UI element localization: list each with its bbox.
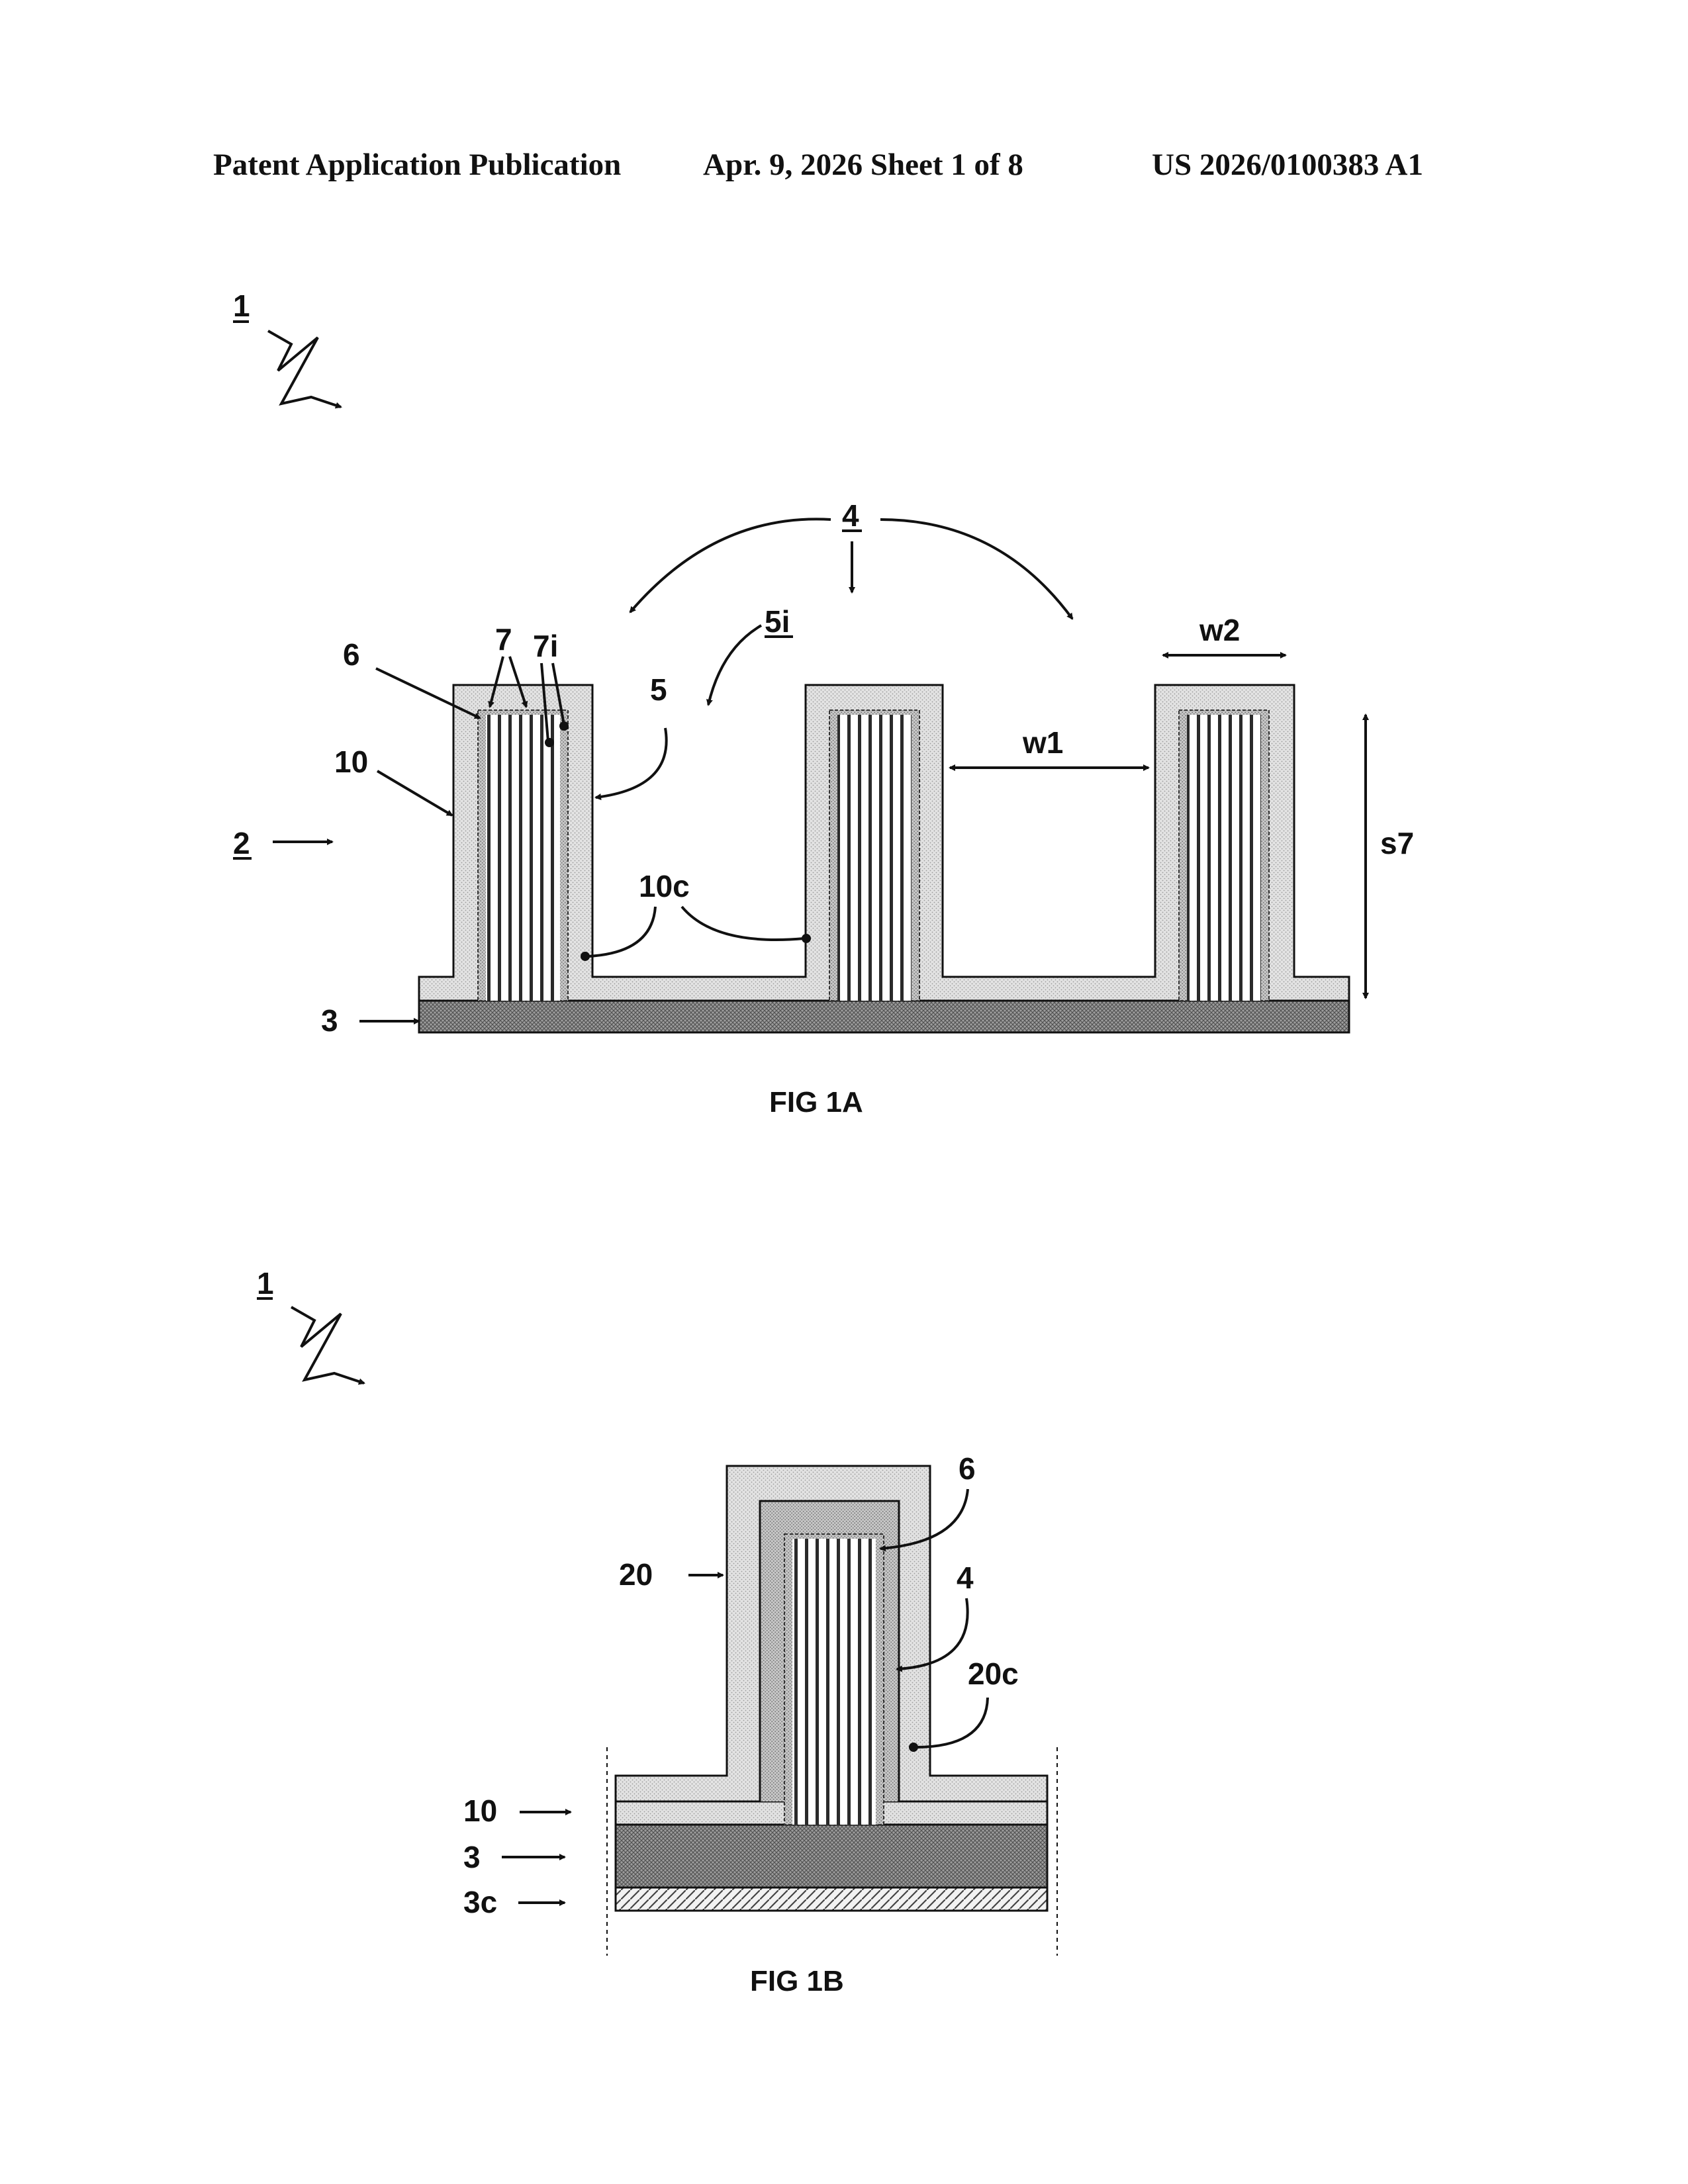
fig1a-label-device: 1: [233, 289, 250, 323]
fig1a-caption: FIG 1A: [769, 1086, 863, 1118]
fig1b-label-substrate: 3: [463, 1840, 481, 1874]
fig1b-substrate: [616, 1825, 1047, 1888]
fig1b-contact20-dot: [909, 1743, 918, 1752]
fig1b-pillar-nanowires: [792, 1539, 876, 1825]
fig1b-label-layer20: 20: [619, 1557, 653, 1592]
fig1a-label-layer6: 6: [343, 637, 360, 672]
fig1b-label-substrate-coating: 3c: [463, 1885, 497, 1919]
fig1a-label-height-s7: s7: [1380, 826, 1414, 860]
fig1a-coating-contact-dot-1: [581, 952, 590, 961]
fig-1a: 1 4 5i 5 6 7 7i: [233, 289, 1414, 1118]
fig1b-caption: FIG 1B: [750, 1965, 844, 1997]
fig1a-pillars-arrow-left: [630, 519, 831, 612]
fig1a-pillars-arrow-right: [880, 520, 1072, 619]
fig1a-pillar-1-nanowires: [486, 715, 560, 1001]
fig1a-pillar-3-nanowires: [1187, 715, 1261, 1001]
fig1b-label-device: 1: [257, 1266, 274, 1300]
fig1a-label-width-w1: w1: [1022, 725, 1063, 760]
fig1b-label-pillar: 4: [957, 1561, 974, 1595]
fig1a-label-structure: 2: [233, 826, 250, 860]
fig-1b: 1 6 4 20 20c 10 3 3c: [257, 1266, 1057, 1997]
fig1a-coating-contact-leader-1: [588, 907, 655, 956]
fig1a-label-coating-contact: 10c: [639, 869, 690, 903]
fig1a-label-sidewall: 5: [650, 672, 667, 707]
fig1b-label-layer6: 6: [959, 1451, 976, 1486]
fig1a-label-pillars: 4: [842, 498, 859, 533]
fig1a-pillar-2-nanowires: [837, 715, 912, 1001]
fig1a-coating-contact-dot-2: [802, 934, 811, 943]
fig1a-nanowire-i-dot-2: [559, 721, 569, 731]
fig1a-nanowire-i-dot-1: [545, 738, 554, 747]
fig1b-device-squiggle-arrow: [291, 1307, 364, 1383]
fig1a-label-substrate: 3: [321, 1003, 338, 1038]
fig1a-space-arrow: [708, 625, 761, 705]
fig1a-label-nanowires: 7: [495, 622, 512, 657]
fig1a-label-coating: 10: [334, 745, 368, 779]
fig1a-coating-arrow: [377, 771, 452, 815]
fig1a-label-space: 5i: [765, 604, 790, 639]
fig1a-device-squiggle-arrow: [268, 331, 341, 407]
fig1b-substrate-coating: [616, 1888, 1047, 1911]
fig1b-label-contact20: 20c: [968, 1657, 1019, 1691]
fig1a-label-width-w2: w2: [1199, 613, 1240, 647]
fig1a-coating-contact-leader-2: [682, 907, 804, 940]
fig1a-substrate: [419, 1001, 1349, 1032]
fig1a-label-nanowire-i: 7i: [533, 629, 558, 663]
fig1b-label-coating: 10: [463, 1794, 497, 1828]
fig1a-sidewall-arrow: [596, 728, 667, 797]
